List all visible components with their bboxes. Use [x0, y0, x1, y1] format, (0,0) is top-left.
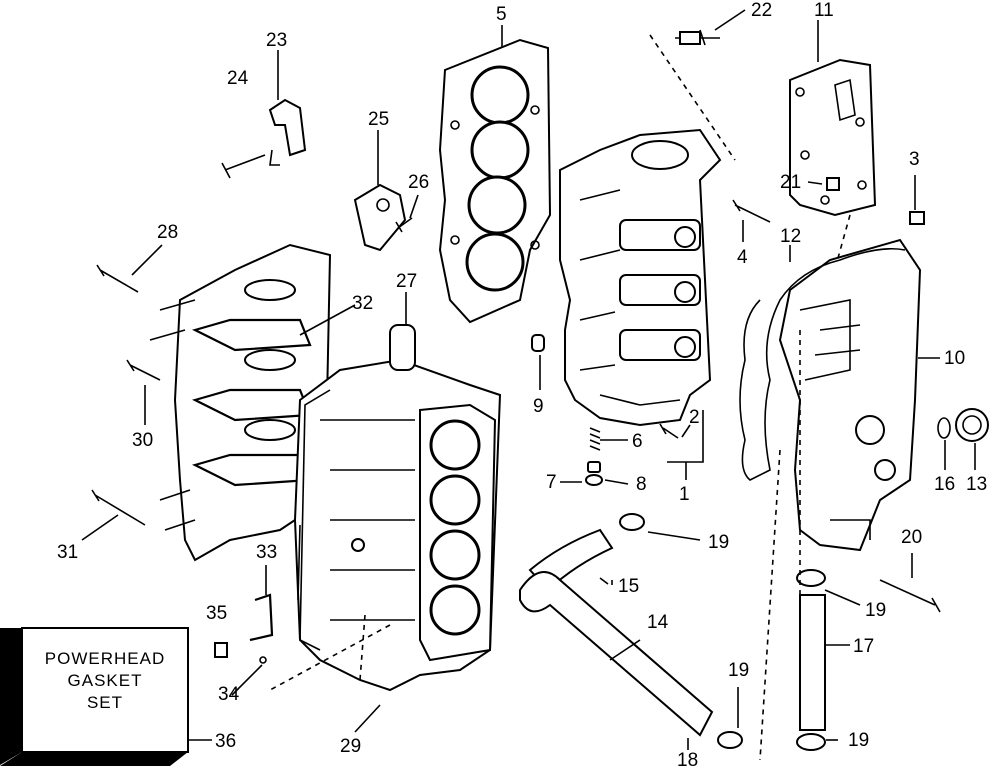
callout-13: 13 [966, 474, 987, 495]
callout-27: 27 [396, 271, 417, 292]
cap-13 [955, 408, 989, 442]
callout-34: 34 [218, 684, 240, 705]
callout-2: 2 [689, 407, 700, 428]
tube-17 [799, 594, 826, 731]
callout-19a: 19 [708, 532, 729, 553]
callout-29: 29 [340, 736, 361, 757]
callout-31: 31 [57, 542, 78, 563]
sensor-22 [675, 29, 720, 46]
callout-11: 11 [814, 0, 834, 21]
plug-3 [909, 211, 925, 225]
cover-plate [789, 58, 877, 217]
plug-9 [531, 334, 545, 352]
bolt-24 [221, 154, 266, 179]
bracket-25 [353, 183, 407, 252]
callout-19b: 19 [865, 600, 886, 621]
callout-26: 26 [408, 172, 429, 193]
callout-24: 24 [227, 68, 249, 89]
callout-labels: 1 2 3 4 5 6 7 8 9 10 11 12 13 14 15 16 1… [57, 0, 987, 768]
bolt-28 [96, 264, 139, 293]
callout-4: 4 [737, 247, 748, 268]
callout-1: 1 [679, 484, 690, 505]
leader-lines [81, 9, 976, 750]
screw-26 [395, 217, 413, 233]
cylinder-block [293, 324, 502, 692]
callout-32: 32 [352, 293, 373, 314]
assembly-dash-lines [269, 34, 851, 761]
callout-30: 30 [132, 430, 153, 451]
bolt-2 [659, 423, 679, 439]
exhaust-cover [778, 238, 922, 552]
hose-14 [519, 571, 714, 737]
bolt-31 [91, 489, 146, 526]
callout-3: 3 [909, 149, 920, 170]
gasket-box-line1: POWERHEAD [45, 649, 165, 668]
callout-33: 33 [256, 542, 277, 563]
valve-7-8 [585, 461, 603, 486]
gasket-box-line2: GASKET [68, 671, 143, 690]
callout-36: 36 [215, 731, 236, 752]
callout-10: 10 [944, 348, 965, 369]
callout-16: 16 [934, 474, 955, 495]
powerhead-gasket-set-box: POWERHEAD GASKET SET [0, 627, 189, 766]
bolt-4 [732, 199, 771, 223]
callout-9: 9 [533, 396, 544, 417]
plug-21 [826, 177, 840, 191]
callout-8: 8 [636, 474, 647, 495]
callout-23: 23 [266, 30, 287, 51]
callout-25: 25 [368, 109, 389, 130]
clamps-19 [619, 513, 826, 751]
callout-20: 20 [901, 527, 922, 548]
callout-21: 21 [780, 172, 801, 193]
o-ring-34 [259, 656, 267, 664]
callout-19c: 19 [728, 660, 749, 681]
callout-7: 7 [546, 472, 557, 493]
bolt-20 [879, 579, 941, 613]
callout-6: 6 [632, 431, 643, 452]
callout-15: 15 [618, 576, 639, 597]
bracket-23 [268, 98, 307, 166]
head-gasket [438, 38, 552, 324]
crankcase-gasket [297, 389, 331, 651]
bolt-30 [126, 359, 161, 381]
callout-14: 14 [647, 612, 669, 633]
callout-35: 35 [206, 603, 227, 624]
callout-28: 28 [157, 222, 178, 243]
seal-wire [739, 247, 906, 481]
callout-5: 5 [496, 4, 507, 25]
o-ring-16 [937, 417, 951, 439]
callout-22: 22 [751, 0, 772, 21]
callout-19d: 19 [848, 730, 869, 751]
gasket-box-line3: SET [87, 693, 123, 712]
callout-12: 12 [780, 226, 801, 247]
cylinder-head [559, 128, 722, 427]
tube-33 [249, 593, 274, 642]
fitting-35 [214, 642, 228, 658]
callout-18: 18 [677, 750, 698, 768]
callout-17: 17 [853, 636, 874, 657]
spring-6 [589, 427, 601, 451]
